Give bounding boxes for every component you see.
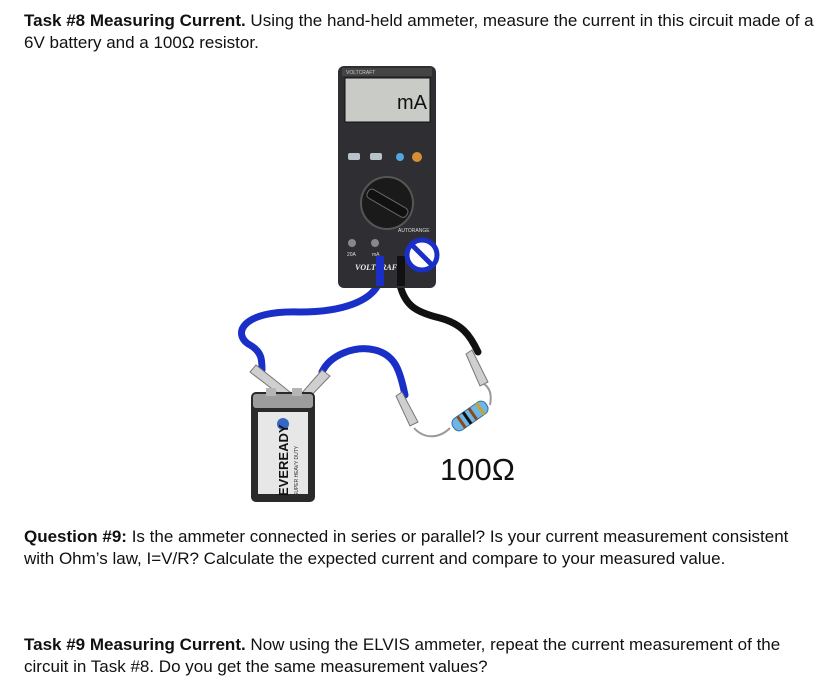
lcd-unit-label: mA	[397, 92, 427, 114]
meter-range-label: AUTORANGE	[398, 228, 430, 234]
task8-heading: Task #8 Measuring Current.	[24, 11, 246, 30]
blue-wire-left	[238, 281, 382, 374]
clip-right	[465, 349, 489, 387]
question9-heading: Question #9:	[24, 527, 127, 546]
lcd-display	[344, 77, 431, 123]
circuit-figure: EVEREADY SUPER HEAVY DUTY VOLTCRAFT AUTO…	[238, 66, 492, 502]
task9-heading: Task #9 Measuring Current.	[24, 635, 246, 654]
question9-paragraph: Question #9: Is the ammeter connected in…	[24, 526, 814, 570]
battery-brand: EVEREADY	[276, 424, 291, 496]
resistor-label: 100Ω	[440, 452, 515, 487]
task8-text: Using the hand-held ammeter, measure the…	[24, 11, 814, 52]
battery-subtitle: SUPER HEAVY DUTY	[294, 445, 300, 496]
jack-ma-label: mA	[372, 252, 380, 258]
clip-middle-right	[395, 391, 419, 427]
task8-paragraph: Task #8 Measuring Current. Using the han…	[24, 10, 814, 54]
task9-paragraph: Task #9 Measuring Current. Now using the…	[24, 634, 814, 678]
blue-wire-middle	[318, 345, 409, 399]
resistor-lead	[413, 383, 492, 438]
black-wire-right	[396, 281, 482, 356]
jack-20a-label: 20A	[347, 252, 357, 258]
multimeter: VOLTCRAFT AUTORANGE 20A mA VOLTCRAFT	[338, 66, 440, 288]
meter-brand-top: VOLTCRAFT	[346, 70, 375, 76]
battery: EVEREADY SUPER HEAVY DUTY	[251, 388, 315, 502]
resistor-body	[451, 400, 489, 432]
task9-text: Now using the ELVIS ammeter, repeat the …	[24, 635, 781, 676]
question9-text: Is the ammeter connected in series or pa…	[24, 527, 789, 568]
